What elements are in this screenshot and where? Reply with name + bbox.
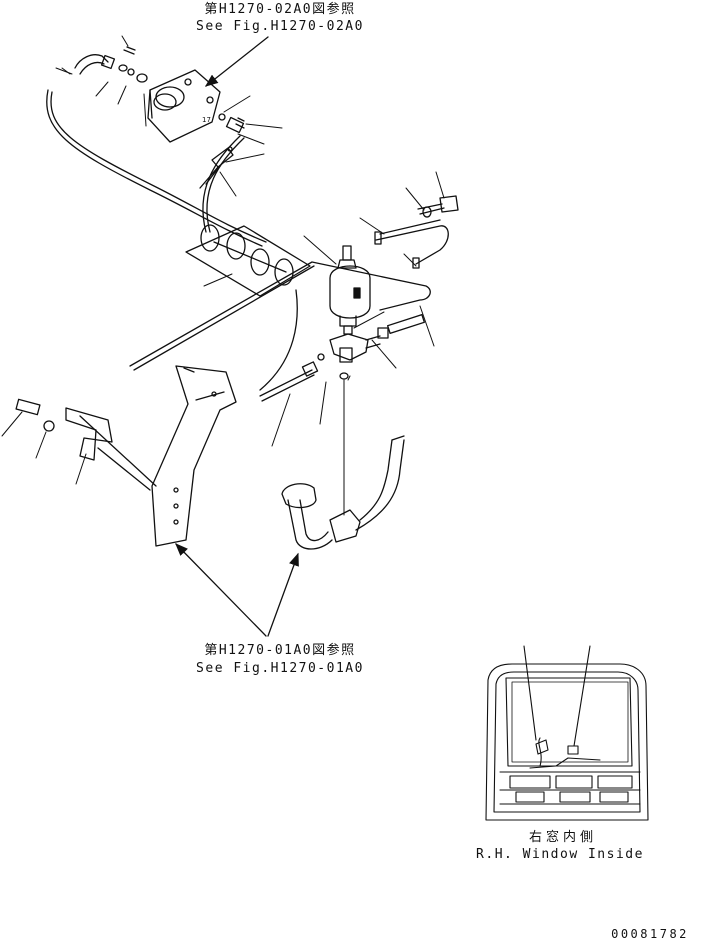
accumulator-bracket xyxy=(374,195,459,269)
reference-bottom-jp: 第H1270-01A0図参照 xyxy=(204,643,356,658)
upper-elbow-fitting xyxy=(74,46,148,83)
bottom-reference-arrows xyxy=(175,543,299,637)
drawing-number: 00081782 xyxy=(611,927,689,941)
reference-top-jp: 第H1270-02A0図参照 xyxy=(204,2,356,17)
solenoid-valve: 17 xyxy=(147,69,221,143)
inset-caption-en: R.H. Window Inside xyxy=(476,847,644,862)
upper-hose xyxy=(46,89,267,247)
top-reference-arrow xyxy=(204,36,269,87)
window-inset xyxy=(485,645,649,821)
lower-pipe xyxy=(281,435,405,550)
long-pipe xyxy=(129,261,431,391)
accumulator xyxy=(329,245,371,335)
leader-lines xyxy=(1,35,445,485)
upper-small-fittings xyxy=(199,113,245,189)
tee-fitting xyxy=(259,313,426,402)
inset-caption-jp: 右窓内側 xyxy=(528,830,597,845)
hose-clamps xyxy=(185,224,311,297)
svg-text:17: 17 xyxy=(202,116,211,124)
support-bracket xyxy=(15,365,237,547)
reference-top-en: See Fig.H1270-02A0 xyxy=(196,19,364,34)
reference-bottom-en: See Fig.H1270-01A0 xyxy=(196,661,364,676)
